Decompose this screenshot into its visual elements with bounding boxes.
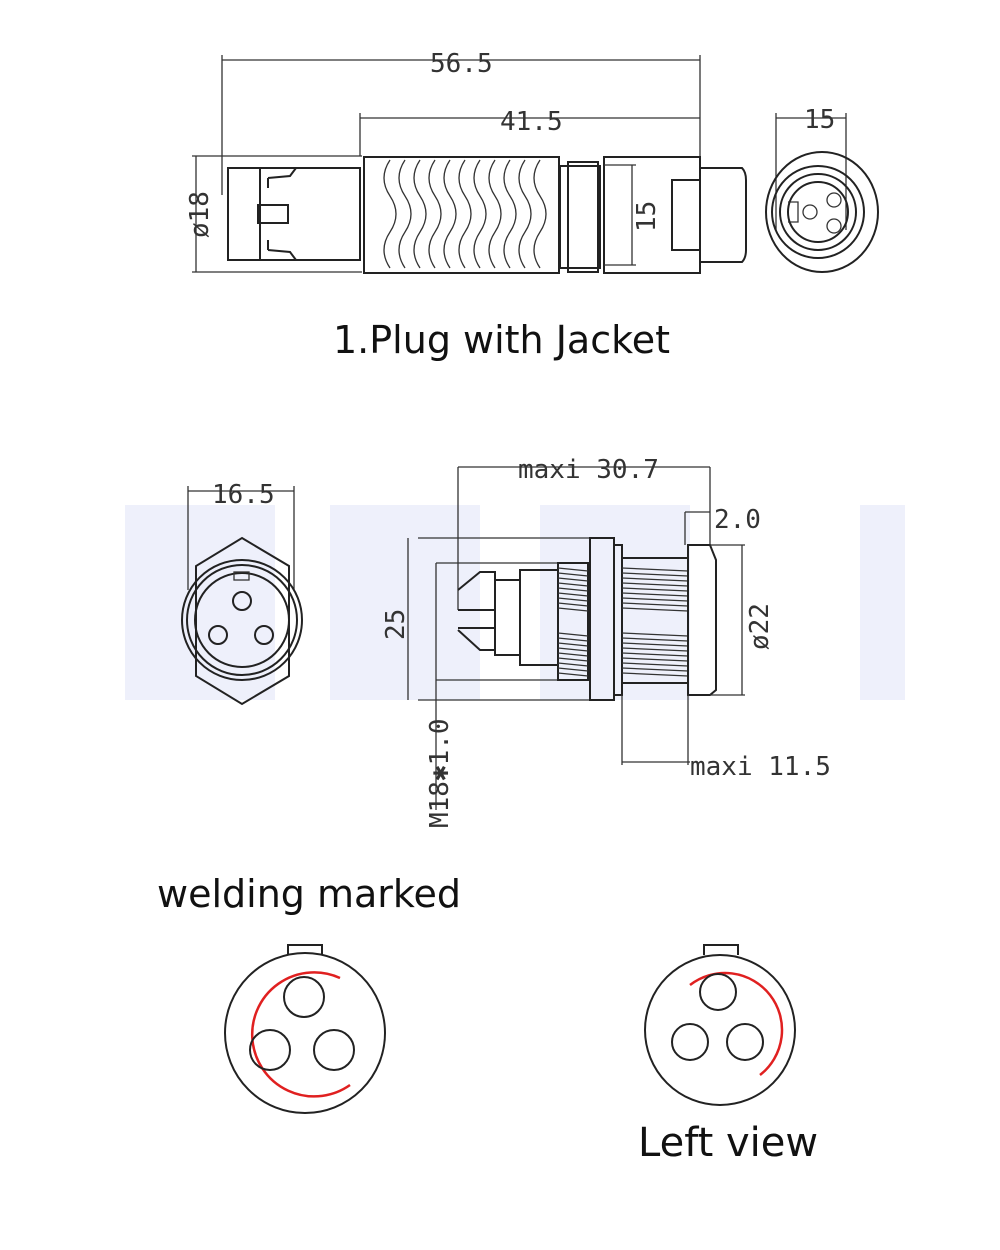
thread-line xyxy=(621,632,689,637)
thread-line xyxy=(557,667,589,672)
dim-end-width: 15 xyxy=(804,105,835,135)
thread-line xyxy=(557,657,589,662)
thread-line xyxy=(557,587,589,592)
thread-line xyxy=(621,602,689,607)
socket-side-view xyxy=(407,466,745,810)
thread-line xyxy=(621,567,689,572)
jacket-wave-line xyxy=(473,159,487,269)
jacket-wave-line xyxy=(458,159,472,269)
thread-line xyxy=(621,587,689,592)
thread-line xyxy=(621,642,689,647)
thread-line xyxy=(557,647,589,652)
jacket-wave-line xyxy=(428,159,442,269)
thread-line xyxy=(621,597,689,602)
jacket-wave-line xyxy=(488,159,502,269)
dim-max-thread-length: maxi 11.5 xyxy=(690,752,831,782)
dim-flange-diameter: ø22 xyxy=(745,603,775,650)
dim-jacket-length: 41.5 xyxy=(500,107,563,137)
thread-line xyxy=(557,662,589,667)
thread-line xyxy=(557,602,589,607)
dim-flange-thickness: 2.0 xyxy=(714,505,761,535)
thread-line xyxy=(621,577,689,582)
dim-thread: M18✱1.0 xyxy=(425,718,455,828)
dim-nut-size: 15 xyxy=(632,201,662,232)
thread-line xyxy=(557,642,589,647)
jacket-wave-line xyxy=(443,159,457,269)
socket-front-view xyxy=(181,486,303,706)
thread-line xyxy=(621,652,689,657)
left-view xyxy=(644,944,796,1106)
thread-line xyxy=(621,657,689,662)
thread-line xyxy=(557,607,589,612)
thread-line xyxy=(557,582,589,587)
jacket-wave-line xyxy=(518,159,532,269)
caption-welding-marked: welding marked xyxy=(157,872,462,916)
thread-line xyxy=(621,647,689,652)
dim-height: 25 xyxy=(381,609,411,640)
jacket-wave-line xyxy=(383,159,397,269)
thread-line xyxy=(557,637,589,642)
watermark xyxy=(125,505,905,700)
thread-line xyxy=(557,597,589,602)
dim-max-length: maxi 30.7 xyxy=(518,455,659,485)
thread-line xyxy=(621,572,689,577)
thread-line xyxy=(621,662,689,667)
thread-line xyxy=(557,652,589,657)
dim-hex-width: 16.5 xyxy=(212,480,275,510)
thread-line xyxy=(621,667,689,672)
thread-line xyxy=(557,632,589,637)
jacket-wave-line xyxy=(503,159,517,269)
thread-line xyxy=(557,672,589,677)
jacket-wave-line xyxy=(413,159,427,269)
caption-left-view: Left view xyxy=(638,1120,819,1166)
caption-plug-with-jacket: 1.Plug with Jacket xyxy=(333,318,671,362)
welding-marked-view xyxy=(224,944,386,1114)
jacket-wave-line xyxy=(398,159,412,269)
dim-overall-length: 56.5 xyxy=(430,49,493,79)
dim-plug-diameter: ø18 xyxy=(185,191,215,238)
jacket-wave-line xyxy=(533,159,547,269)
thread-line xyxy=(557,577,589,582)
thread-line xyxy=(621,582,689,587)
thread-line xyxy=(557,567,589,572)
thread-line xyxy=(557,572,589,577)
thread-line xyxy=(621,637,689,642)
thread-line xyxy=(621,607,689,612)
thread-line xyxy=(621,592,689,597)
thread-line xyxy=(621,672,689,677)
thread-line xyxy=(557,592,589,597)
plug-side-view xyxy=(192,55,879,274)
